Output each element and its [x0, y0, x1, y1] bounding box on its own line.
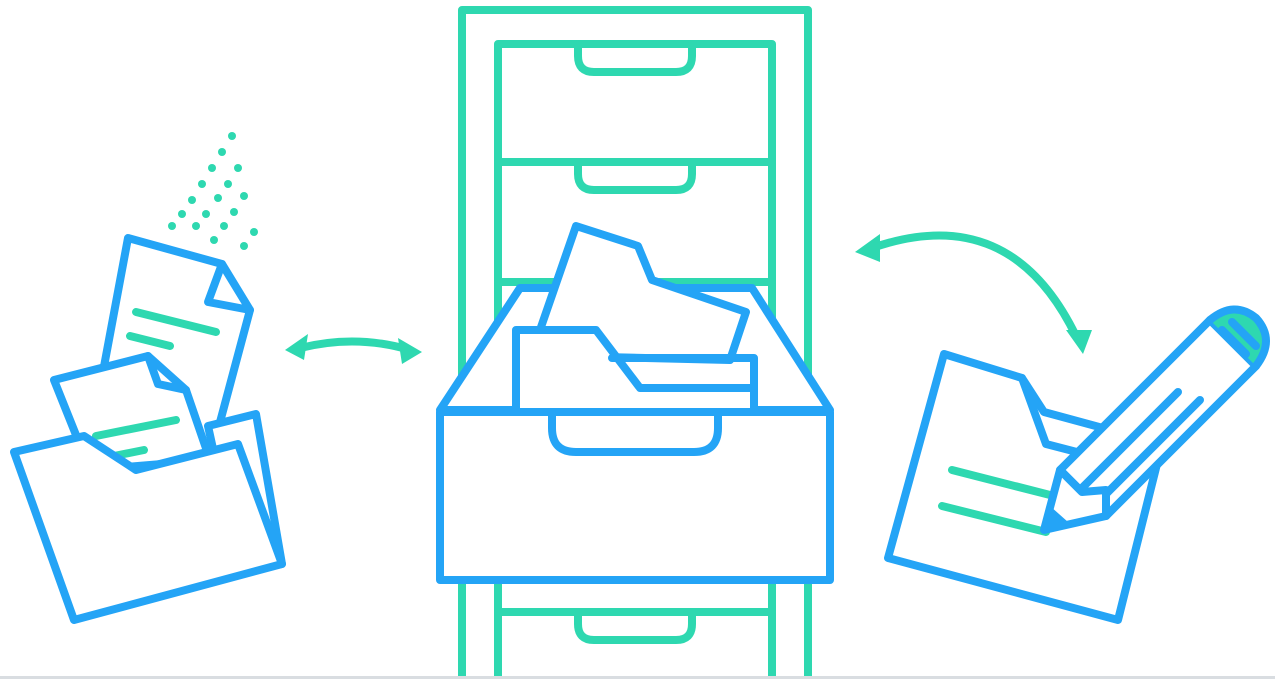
- sparkle-dot: [198, 180, 206, 188]
- sparkle-dot: [228, 132, 236, 140]
- curved-two-way-arrow-icon: [855, 234, 1092, 354]
- sparkle-dot: [192, 222, 200, 230]
- sparkle-dot: [188, 196, 196, 204]
- sparkle-dots-icon: [168, 132, 258, 250]
- sparkle-dot: [214, 194, 222, 202]
- sparkle-dot: [202, 210, 210, 218]
- sparkle-dot: [208, 164, 216, 172]
- folder-with-documents-icon: [14, 238, 282, 620]
- sparkle-dot: [234, 164, 242, 172]
- sparkle-dot: [220, 222, 228, 230]
- sparkle-dot: [250, 228, 258, 236]
- sparkle-dot: [178, 210, 186, 218]
- folder-with-pencil-icon: [888, 309, 1266, 620]
- sparkle-dot: [240, 242, 248, 250]
- two-way-arrow-icon: [285, 334, 422, 364]
- sparkle-dot: [218, 148, 226, 156]
- sparkle-dot: [210, 236, 218, 244]
- sparkle-dot: [168, 222, 176, 230]
- sparkle-dot: [240, 192, 248, 200]
- sparkle-dot: [224, 180, 232, 188]
- sparkle-dot: [230, 208, 238, 216]
